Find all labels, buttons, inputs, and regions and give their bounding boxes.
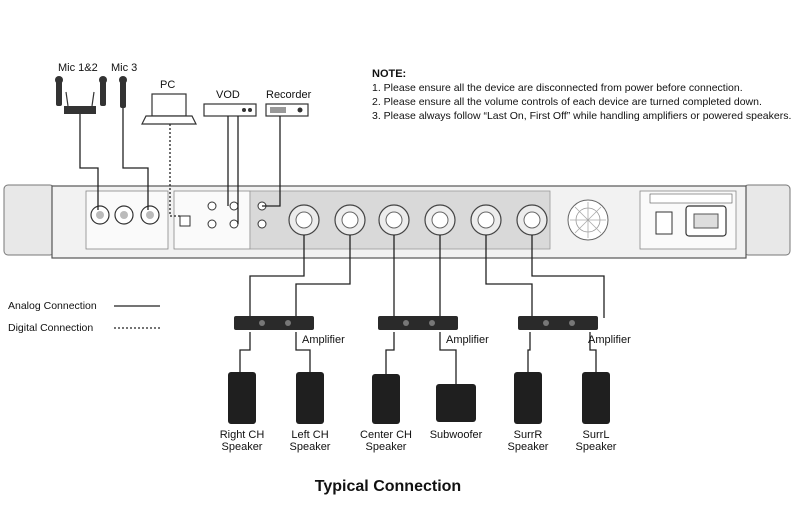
rack-ear-right xyxy=(743,184,791,256)
power-inlet-core xyxy=(693,213,719,229)
label-recorder: Recorder xyxy=(266,89,312,101)
digital-wiring xyxy=(169,124,182,217)
speaker-label-line2: Speaker xyxy=(575,441,617,453)
speaker-subwoofer xyxy=(436,384,476,422)
speaker-label: SurrL Speaker xyxy=(561,429,631,453)
diagram-caption: Typical Connection xyxy=(314,478,462,495)
power-switch xyxy=(655,211,673,235)
legend-analog: Analog Connection xyxy=(8,300,97,312)
speaker-left xyxy=(296,372,324,424)
speaker-label-line1: SurrL xyxy=(582,429,610,441)
recorder-icon xyxy=(265,103,309,117)
amplifier-3 xyxy=(518,316,598,330)
mic2-jack-core xyxy=(120,211,128,219)
note-title: NOTE: xyxy=(372,68,407,80)
speaker-surr-l xyxy=(582,372,610,424)
output-jack-5-core xyxy=(477,211,495,229)
rack-unit xyxy=(3,184,791,259)
rack-ear-left xyxy=(3,184,55,256)
amplifier-1-label: Amplifier xyxy=(302,334,345,346)
label-pc: PC xyxy=(160,79,176,91)
mic3-jack-core xyxy=(146,211,154,219)
speakers xyxy=(228,372,610,424)
output-jack-3-core xyxy=(385,211,403,229)
microphone-icon xyxy=(55,76,127,108)
output-jack-1-core xyxy=(295,211,313,229)
rca-4 xyxy=(229,219,239,229)
speaker-label: SurrR Speaker xyxy=(493,429,563,453)
receiver-antenna-right xyxy=(91,91,95,107)
speaker-label-line2: Speaker xyxy=(507,441,549,453)
legend-digital: Digital Connection xyxy=(8,322,94,334)
rca-6 xyxy=(257,219,267,229)
speaker-label-line1: Center CH xyxy=(360,429,412,441)
speaker-surr-r xyxy=(514,372,542,424)
note-line-2: 2. Please ensure all the volume controls… xyxy=(372,96,762,108)
speaker-outputs xyxy=(288,204,548,236)
note-line-3: 3. Please always follow “Last On, First … xyxy=(372,110,792,122)
fan-grille xyxy=(570,202,606,238)
speaker-label-line1: Right CH xyxy=(219,429,265,441)
speaker-label-line1: SurrR xyxy=(513,429,543,441)
speaker-label: Center CH Speaker xyxy=(351,429,421,453)
amplifier-3-label: Amplifier xyxy=(588,334,631,346)
note-line-1: 1. Please ensure all the device are disc… xyxy=(372,82,743,94)
caution-label xyxy=(649,193,733,204)
speaker-label-line2: Speaker xyxy=(365,441,407,453)
label-mic12: Mic 1&2 xyxy=(58,62,98,74)
mic1-jack-core xyxy=(96,211,104,219)
output-jack-6-core xyxy=(523,211,541,229)
wireless-receiver xyxy=(64,91,96,114)
optical-port xyxy=(179,215,191,227)
receiver-body xyxy=(64,106,96,114)
speaker-label-line1: Left CH xyxy=(291,429,329,441)
speaker-center xyxy=(372,374,400,424)
amplifier-2-label: Amplifier xyxy=(446,334,489,346)
speaker-label: Left CH Speaker xyxy=(275,429,345,453)
rca-2 xyxy=(207,219,217,229)
receiver-antenna-left xyxy=(65,91,69,107)
amplifier-2 xyxy=(378,316,458,330)
speaker-label-line2: Speaker xyxy=(289,441,331,453)
analog-wiring xyxy=(79,108,605,384)
laptop-icon xyxy=(141,93,197,125)
speaker-label: Subwoofer xyxy=(421,429,491,441)
output-jack-2-core xyxy=(341,211,359,229)
rca-3 xyxy=(229,201,239,211)
rca-1 xyxy=(207,201,217,211)
output-jack-4-core xyxy=(431,211,449,229)
amplifier-1 xyxy=(234,316,314,330)
speaker-label-line2: Speaker xyxy=(221,441,263,453)
label-vod: VOD xyxy=(216,89,240,101)
speaker-label-line1: Subwoofer xyxy=(429,429,483,441)
speaker-label: Right CH Speaker xyxy=(207,429,277,453)
label-mic3: Mic 3 xyxy=(111,62,138,74)
speaker-right xyxy=(228,372,256,424)
vod-player-icon xyxy=(203,103,257,117)
